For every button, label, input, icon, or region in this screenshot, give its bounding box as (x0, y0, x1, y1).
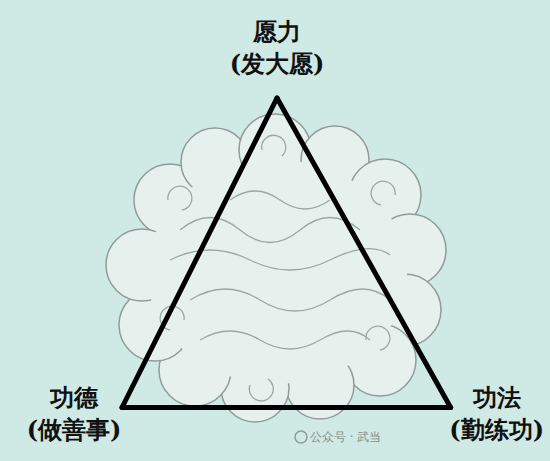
triangle-side (122, 98, 277, 408)
corner-heading: 愿力 (230, 16, 325, 48)
corner-subtitle: (勤练功) (449, 414, 544, 446)
watermark: 公众号 · 武当 (310, 429, 381, 446)
corner-label: 功德(做善事) (27, 382, 122, 446)
corner-heading: 功德 (27, 382, 122, 414)
corner-subtitle: (做善事) (27, 414, 122, 446)
triangle-side (277, 98, 451, 408)
corner-subtitle: (发大愿) (230, 48, 325, 80)
triangle-side (122, 405, 451, 410)
corner-label: 愿力(发大愿) (230, 16, 325, 80)
corner-heading: 功法 (449, 382, 544, 414)
corner-label: 功法(勤练功) (449, 382, 544, 446)
